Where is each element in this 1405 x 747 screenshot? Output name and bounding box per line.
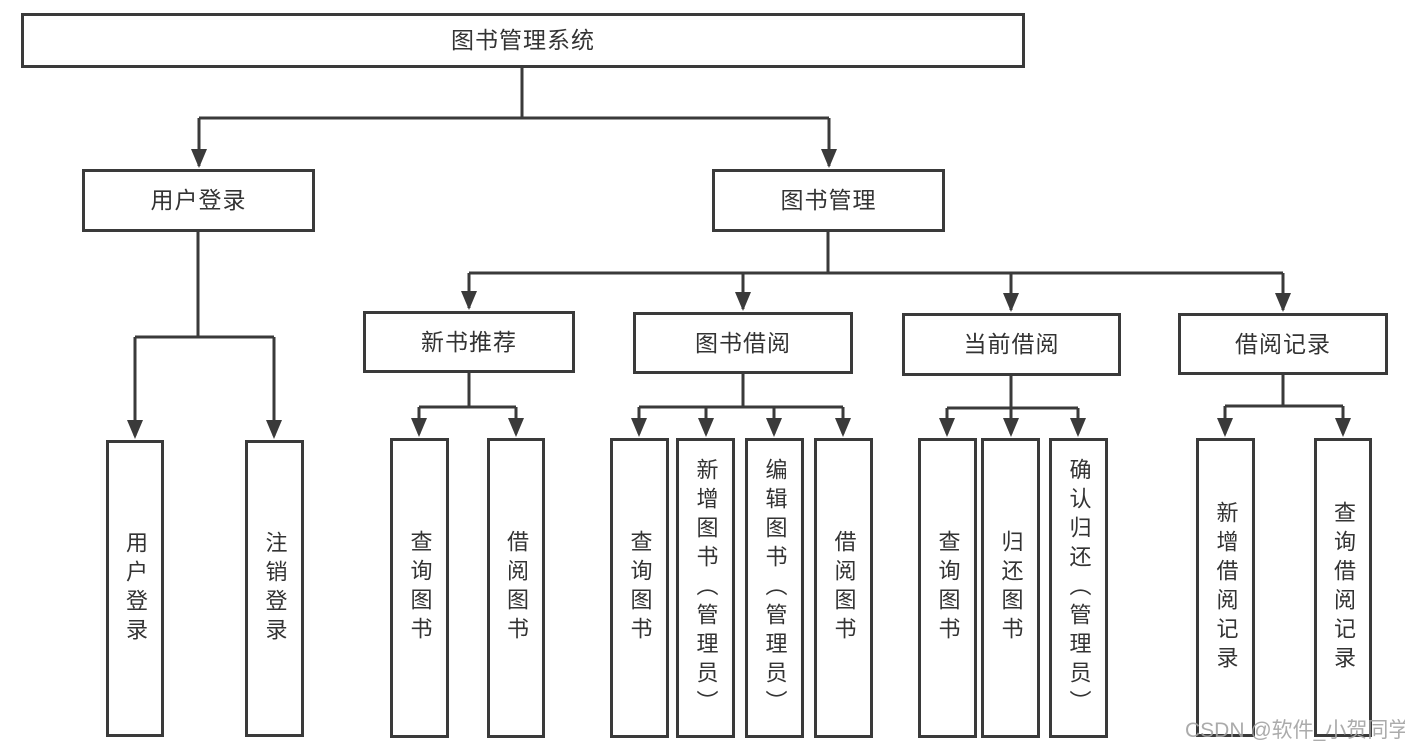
node-book-borrowing: 图书借阅: [633, 312, 853, 374]
node-leaf-borrow-books: 借阅图书: [814, 438, 873, 738]
node-leaf-add-borrow-record: 新增借阅记录: [1196, 438, 1255, 737]
node-leaf-borrowing-query-books: 查询图书: [610, 438, 669, 738]
node-leaf-confirm-return-admin: 确认归还（管理员）: [1049, 438, 1108, 738]
node-leaf-return-books: 归还图书: [981, 438, 1040, 738]
node-user-login: 用户登录: [82, 169, 315, 232]
node-leaf-current-query-books: 查询图书: [918, 438, 977, 738]
node-leaf-edit-books-admin: 编辑图书（管理员）: [745, 438, 804, 738]
node-book-management: 图书管理: [712, 169, 945, 232]
node-leaf-user-login: 用户登录: [106, 440, 164, 737]
node-new-book-recommendation: 新书推荐: [363, 311, 575, 373]
node-leaf-query-borrow-record: 查询借阅记录: [1314, 438, 1372, 737]
node-root: 图书管理系统: [21, 13, 1025, 68]
csdn-watermark: CSDN @软件_小贺同学: [1185, 719, 1405, 742]
node-leaf-logout: 注销登录: [245, 440, 304, 737]
node-borrowing-records: 借阅记录: [1178, 313, 1388, 375]
node-leaf-add-books-admin: 新增图书（管理员）: [676, 438, 735, 738]
node-leaf-recommend-borrow-books: 借阅图书: [487, 438, 545, 738]
connector-stems: [133, 68, 1345, 436]
node-current-borrowing: 当前借阅: [902, 313, 1121, 376]
node-leaf-recommend-query-books: 查询图书: [390, 438, 449, 738]
